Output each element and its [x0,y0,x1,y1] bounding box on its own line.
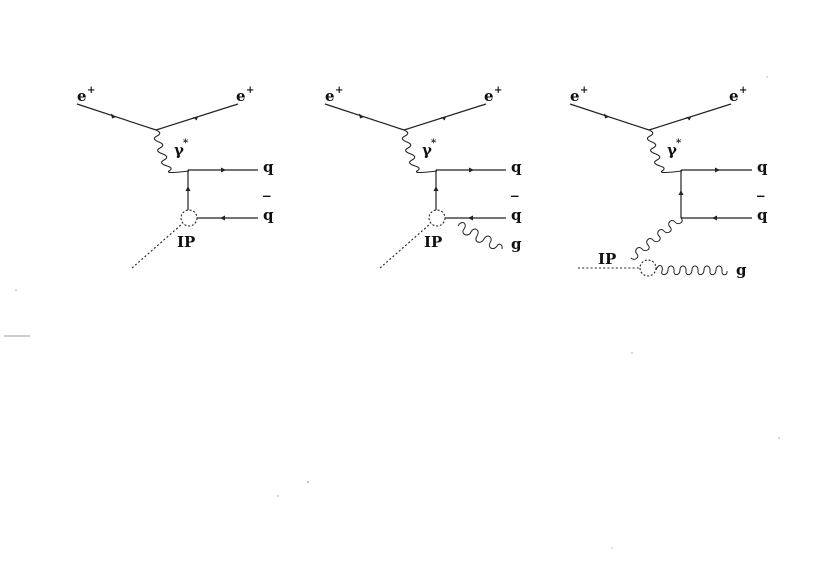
d1-quark-arrow [221,167,226,173]
d3-quark-arrow [715,167,720,173]
d3-photon-sup: * [676,138,682,149]
d2-quark-arrow [469,167,474,173]
d2-positron-in-label: e [325,87,335,105]
d2-photon-line [401,129,438,174]
d2-pomeron-blob [428,209,446,227]
d3-gluon-outgoing [655,265,728,276]
d2-positron-out-label: e [484,87,494,105]
d1-pomeron-blob [180,209,198,227]
d1-quark-label: q [263,158,274,176]
d3-positron-in-label: e [570,87,580,105]
d3-pomeron-blob [639,259,657,277]
d3-propagator-arrow [678,190,684,195]
d1-pomeron-line [131,223,183,269]
speck [277,495,279,497]
d3-positron-out-arrow [686,117,691,121]
d3-gluon-t-channel [630,217,683,260]
d1-positron-in-arrow [111,113,116,119]
d3-antiquark-arrow [712,215,717,221]
d2-antiquark-bar: ‾ [511,193,519,211]
d2-positron-in-sup: + [335,85,343,96]
d3-pomeron-label: IP [598,250,616,268]
d1-photon-line [153,129,190,174]
d1-antiquark-bar: ‾ [263,193,271,211]
speck [15,289,17,291]
d2-positron-out-sup: + [494,85,502,96]
d1-photon-sup: * [183,138,189,149]
d1-positron-out-label: e [236,87,246,105]
d2-antiquark-arrow [468,215,473,221]
d1-positron-in-sup: + [87,85,95,96]
diagram-1: e + e + γ * q q ‾ IP [76,85,274,269]
scan-specks [4,76,780,549]
d2-quark-label: q [511,158,522,176]
speck [611,547,613,549]
d3-positron-out-label: e [729,87,739,105]
speck [631,352,633,354]
d1-positron-out-sup: + [246,85,254,96]
d2-positron-in-line [324,103,405,131]
speck [307,481,309,483]
d3-positron-in-line [569,103,650,131]
d3-antiquark-label: q [757,206,768,224]
d3-positron-in-arrow [604,113,609,119]
d2-gluon-label: g [511,235,522,253]
d3-gluon-label: g [736,261,747,279]
d2-gluon-line [457,222,503,250]
d1-photon-label: γ [174,141,184,159]
diagram-2: e + e + γ * q q ‾ IP g [324,85,522,269]
d2-propagator-arrow [433,186,439,191]
d3-positron-out-sup: + [739,85,747,96]
d3-quark-label: q [757,158,768,176]
diagram-3: e + e + γ * q q ‾ IP g [569,85,768,279]
d1-positron-in-line [76,103,157,131]
d2-pomeron-label: IP [424,233,442,251]
d2-positron-out-arrow [441,117,446,121]
d1-propagator-arrow [185,186,191,191]
speck [778,437,780,439]
d2-positron-in-arrow [359,113,364,119]
d3-photon-line [646,129,683,174]
d1-positron-out-arrow [193,117,198,121]
d3-photon-label: γ [667,141,677,159]
d1-antiquark-label: q [263,206,274,224]
d3-antiquark-bar: ‾ [757,193,765,211]
d2-pomeron-line [379,223,431,269]
d2-photon-sup: * [431,138,437,149]
d2-antiquark-label: q [511,206,522,224]
speck [766,76,768,78]
d2-photon-label: γ [422,141,432,159]
d1-positron-in-label: e [77,87,87,105]
d1-pomeron-label: IP [177,233,195,251]
d3-positron-in-sup: + [580,85,588,96]
d1-antiquark-arrow [220,215,225,221]
